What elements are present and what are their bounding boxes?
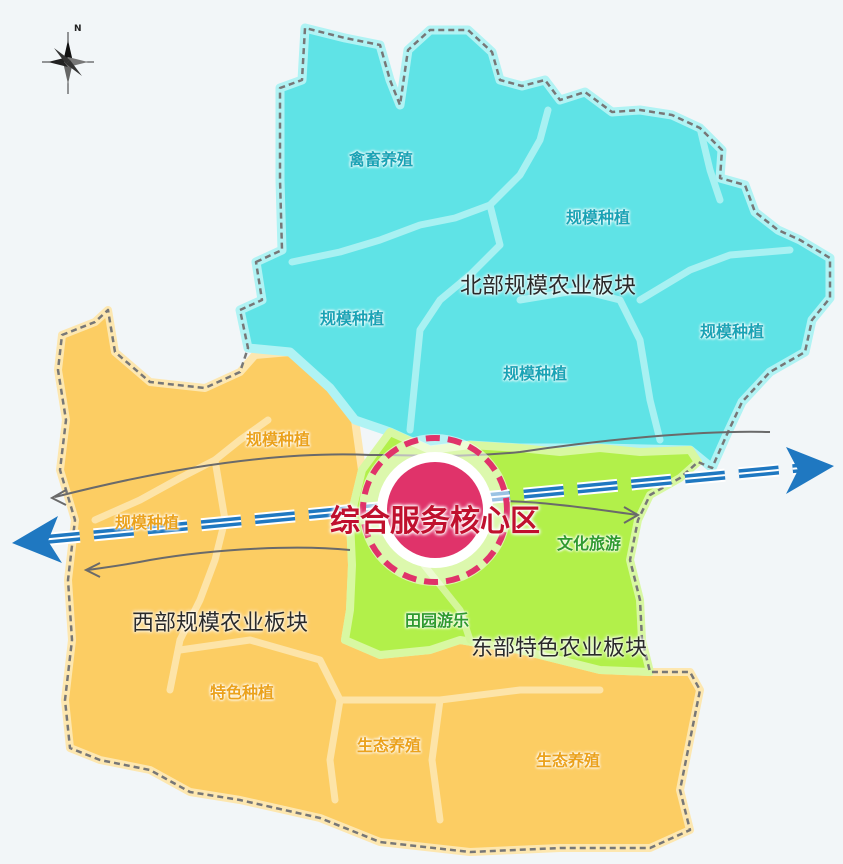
sub-area-label: 规模种植 [245, 430, 311, 449]
sub-area-label: 文化旅游 [556, 534, 622, 553]
core-zone-label: 综合服务核心区 [330, 504, 540, 539]
axis-arrow-left-icon [12, 516, 62, 563]
zone-label-north: 北部规模农业板块 [459, 274, 637, 299]
sub-area-label: 田园游乐 [404, 611, 470, 630]
outer-boundary [56, 26, 832, 854]
compass-north-label: N [74, 24, 82, 34]
zone-label-east: 东部特色农业板块 [470, 636, 648, 661]
sub-area-label: 生态养殖 [535, 751, 601, 770]
sub-area-label: 规模种植 [699, 322, 765, 341]
sub-area-label: 规模种植 [565, 208, 631, 227]
compass-icon [42, 32, 94, 94]
sub-area-label: 规模种植 [114, 513, 180, 532]
sub-area-label: 特色种植 [209, 683, 275, 702]
sub-area-label: 生态养殖 [356, 736, 422, 755]
axis-arrow-right-icon [786, 447, 834, 494]
zone-label-west: 西部规模农业板块 [131, 611, 309, 636]
sub-area-label: 禽畜养殖 [348, 150, 414, 169]
core-zone-marker[interactable] [359, 434, 511, 586]
sub-area-label: 规模种植 [502, 364, 568, 383]
sub-area-label: 规模种植 [319, 309, 385, 328]
